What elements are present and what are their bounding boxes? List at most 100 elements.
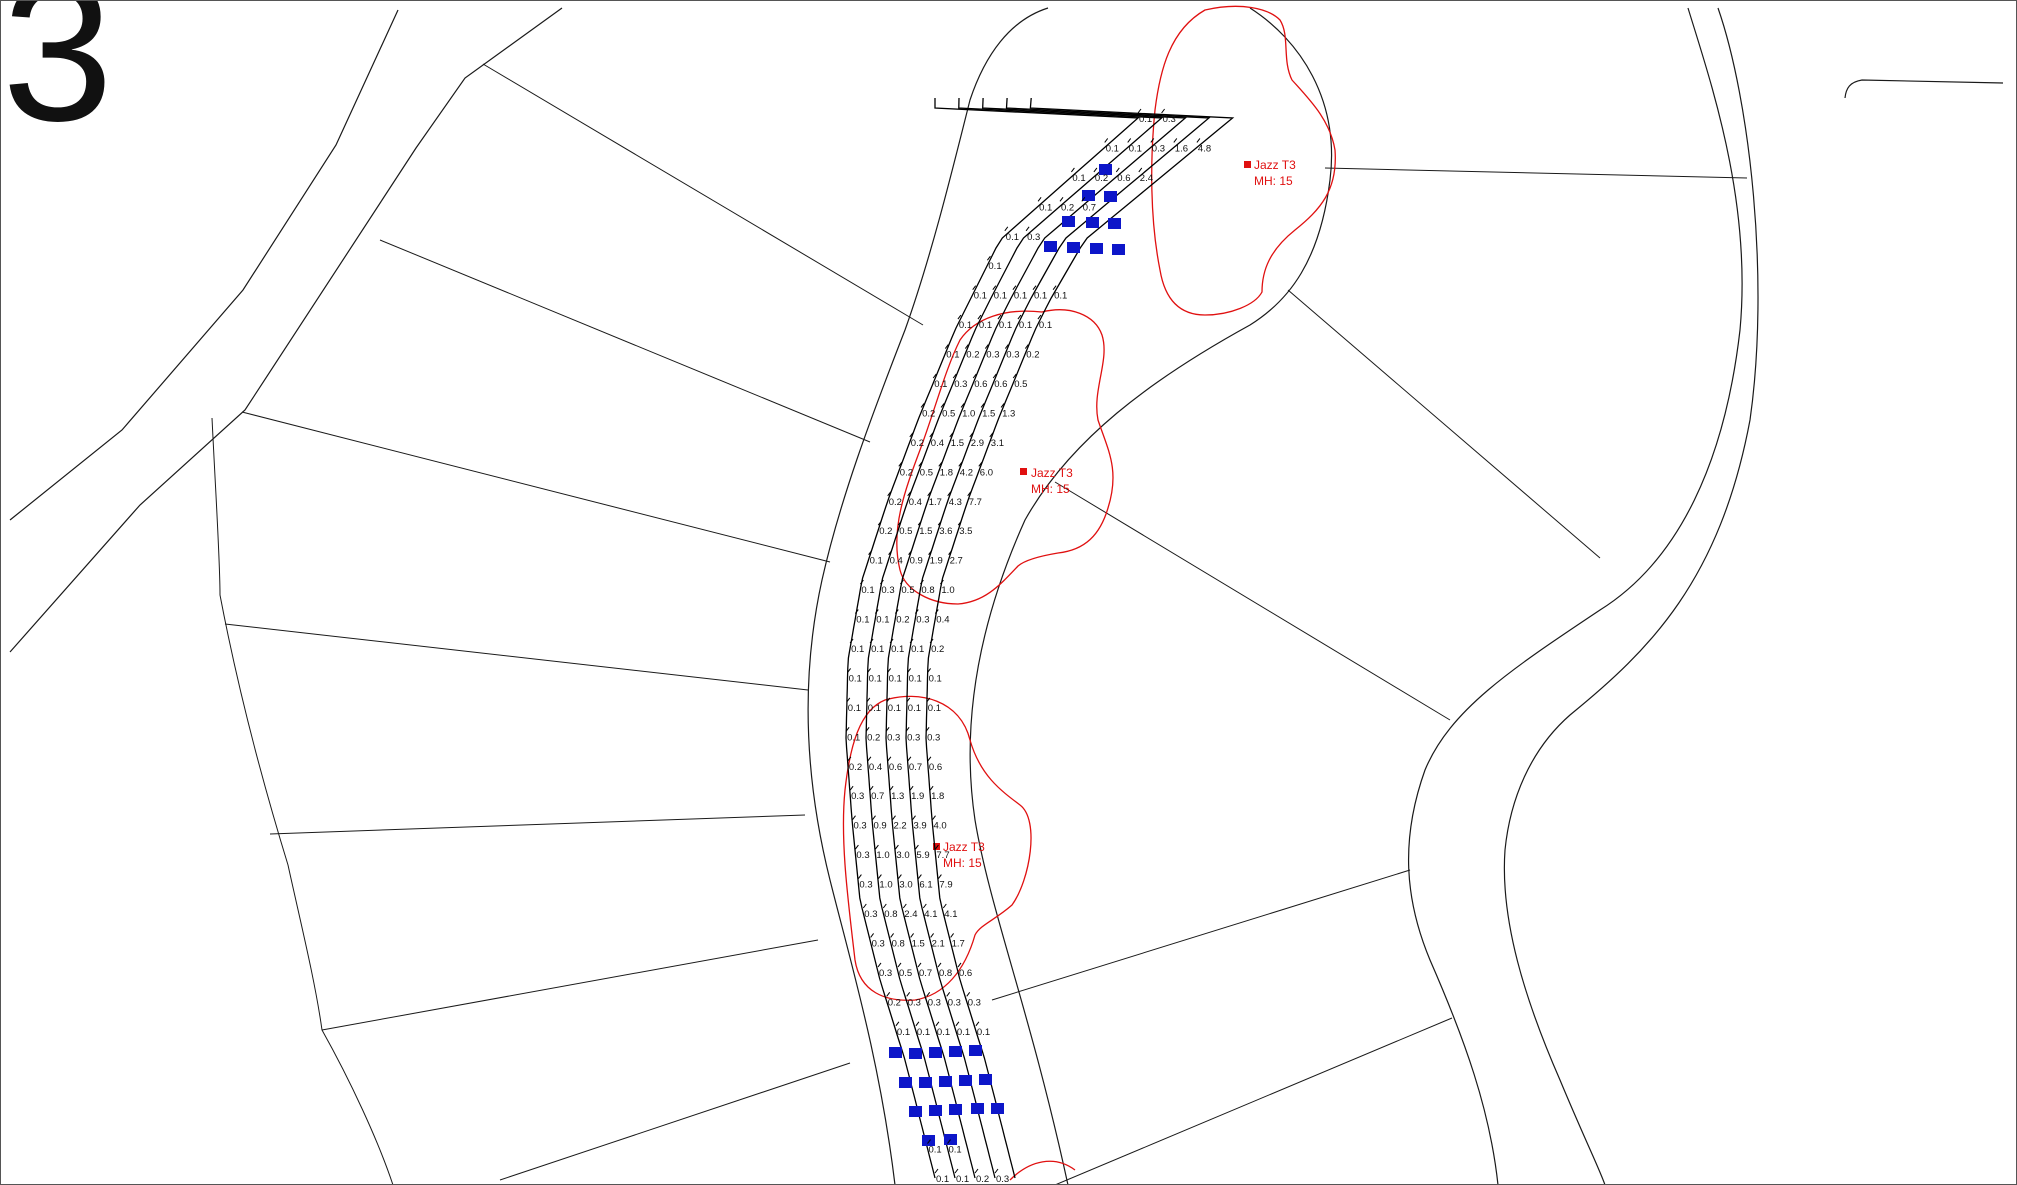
calc-point-tick — [946, 991, 951, 997]
fixture-name: Jazz T3 — [1031, 466, 1073, 480]
calc-point-tick — [972, 373, 977, 379]
calc-point-value: 0.6 — [929, 762, 942, 773]
calc-point-tick — [1138, 167, 1143, 173]
calc-point-tick — [926, 697, 931, 703]
fixture-icon — [1244, 161, 1251, 168]
calc-point-value: 0.1 — [1072, 173, 1085, 184]
calc-point-value: 0.1 — [1054, 291, 1067, 302]
calc-point-tick — [1059, 197, 1064, 202]
calc-point-tick — [987, 255, 991, 261]
calc-point-value: 6.0 — [980, 467, 993, 478]
pole-marker — [909, 1106, 922, 1117]
calc-point-value: 0.4 — [890, 556, 903, 567]
calc-point-value: 2.1 — [932, 938, 945, 949]
calc-point-tick — [868, 550, 872, 556]
calc-point-value: 0.1 — [1129, 143, 1142, 154]
fixture-mount-height: MH: 15 — [943, 856, 982, 870]
calc-point-tick — [855, 844, 859, 850]
pole-marker — [889, 1047, 902, 1058]
calc-point-tick — [887, 491, 892, 497]
calc-point-value: 1.5 — [951, 438, 964, 449]
calc-point-tick — [929, 432, 934, 438]
calc-point-tick — [957, 314, 962, 320]
calc-point-tick — [947, 491, 952, 497]
calc-point-value: 0.1 — [849, 673, 862, 684]
calc-point-value: 6.1 — [919, 880, 932, 891]
calc-point-value: 3.0 — [896, 850, 909, 861]
pole-marker — [1090, 243, 1103, 254]
center-road — [807, 7, 1333, 1185]
calc-point-tick — [934, 609, 939, 614]
calc-point-value: 0.1 — [911, 644, 924, 655]
calc-point-tick — [958, 461, 963, 467]
calc-point-value: 0.2 — [879, 526, 892, 537]
calc-point-value: 1.9 — [930, 556, 943, 567]
calc-point-value: 0.1 — [977, 1027, 990, 1038]
calc-point-tick — [886, 697, 891, 703]
calc-point-value: 0.4 — [936, 615, 949, 626]
calc-point-value: 3.5 — [959, 526, 972, 537]
calc-point-value: 0.2 — [1061, 202, 1074, 213]
calc-point-value: 0.1 — [1006, 232, 1019, 243]
calc-point-value: 0.3 — [1027, 232, 1040, 243]
calc-point-tick — [949, 432, 954, 438]
calc-point-tick — [940, 403, 945, 408]
calc-point-tick — [950, 933, 954, 938]
calc-point-tick — [847, 668, 851, 673]
calc-point-value: 0.2 — [1026, 350, 1039, 361]
calc-point-value: 0.1 — [909, 673, 922, 684]
calc-point-value: 0.1 — [988, 261, 1001, 272]
calc-point-value: 0.2 — [966, 350, 979, 361]
calc-point-tick — [977, 314, 982, 320]
calc-point-value: 0.7 — [1083, 202, 1096, 213]
calc-point-value: 0.8 — [921, 585, 934, 596]
calc-point-tick — [1024, 344, 1029, 349]
calc-point-tick — [1196, 138, 1201, 143]
pole-marker — [1044, 241, 1057, 252]
calc-point-tick — [955, 1021, 960, 1027]
calc-point-tick — [957, 520, 962, 526]
calc-point-tick — [918, 461, 923, 467]
calc-point-tick — [920, 579, 924, 585]
calc-point-value: 0.1 — [871, 644, 884, 655]
calc-point-value: 0.3 — [986, 350, 999, 361]
calc-point-tick — [938, 874, 942, 879]
calc-point-tick — [880, 579, 884, 585]
calc-point-tick — [907, 756, 912, 762]
calc-point-tick — [887, 756, 892, 762]
calc-point-value: 0.1 — [917, 1027, 930, 1038]
calc-point-value: 0.7 — [909, 762, 922, 773]
calc-point-tick — [1000, 403, 1005, 408]
calc-point-tick — [865, 726, 870, 732]
calc-point-tick — [890, 933, 894, 938]
calc-point-value: 0.1 — [1139, 114, 1152, 125]
calc-point-value: 7.7 — [969, 497, 982, 508]
calc-point-value: 0.1 — [1039, 320, 1052, 331]
calc-point-tick — [1025, 226, 1030, 232]
isolux-contours — [842, 5, 1336, 1181]
pole-marker — [949, 1104, 962, 1115]
calc-point-value: 0.1 — [949, 1145, 962, 1156]
calc-point-tick — [948, 550, 952, 556]
calc-point-tick — [992, 285, 997, 291]
calc-point-tick — [849, 638, 854, 644]
calc-point-value: 0.1 — [897, 1027, 910, 1038]
calc-point-tick — [994, 1168, 999, 1174]
calc-point-value: 0.1 — [1106, 143, 1119, 154]
calc-point-value: 3.1 — [991, 438, 1004, 449]
grid-guide-line — [865, 97, 1164, 1179]
calc-point-value: 0.3 — [908, 997, 921, 1008]
contour-middle — [896, 309, 1114, 605]
calc-point-tick — [966, 991, 971, 997]
calc-point-value: 0.3 — [872, 938, 885, 949]
left-road — [9, 7, 563, 653]
calc-point-tick — [932, 373, 937, 379]
calc-point-tick — [952, 373, 957, 379]
calc-point-tick — [1017, 314, 1022, 320]
sheet-number: 3 — [2, 0, 114, 163]
calc-point-value: 0.3 — [859, 880, 872, 891]
calc-point-value: 0.6 — [994, 379, 1007, 390]
calc-point-tick — [906, 991, 911, 997]
pole-marker — [929, 1105, 942, 1116]
calc-point-tick — [862, 903, 867, 909]
